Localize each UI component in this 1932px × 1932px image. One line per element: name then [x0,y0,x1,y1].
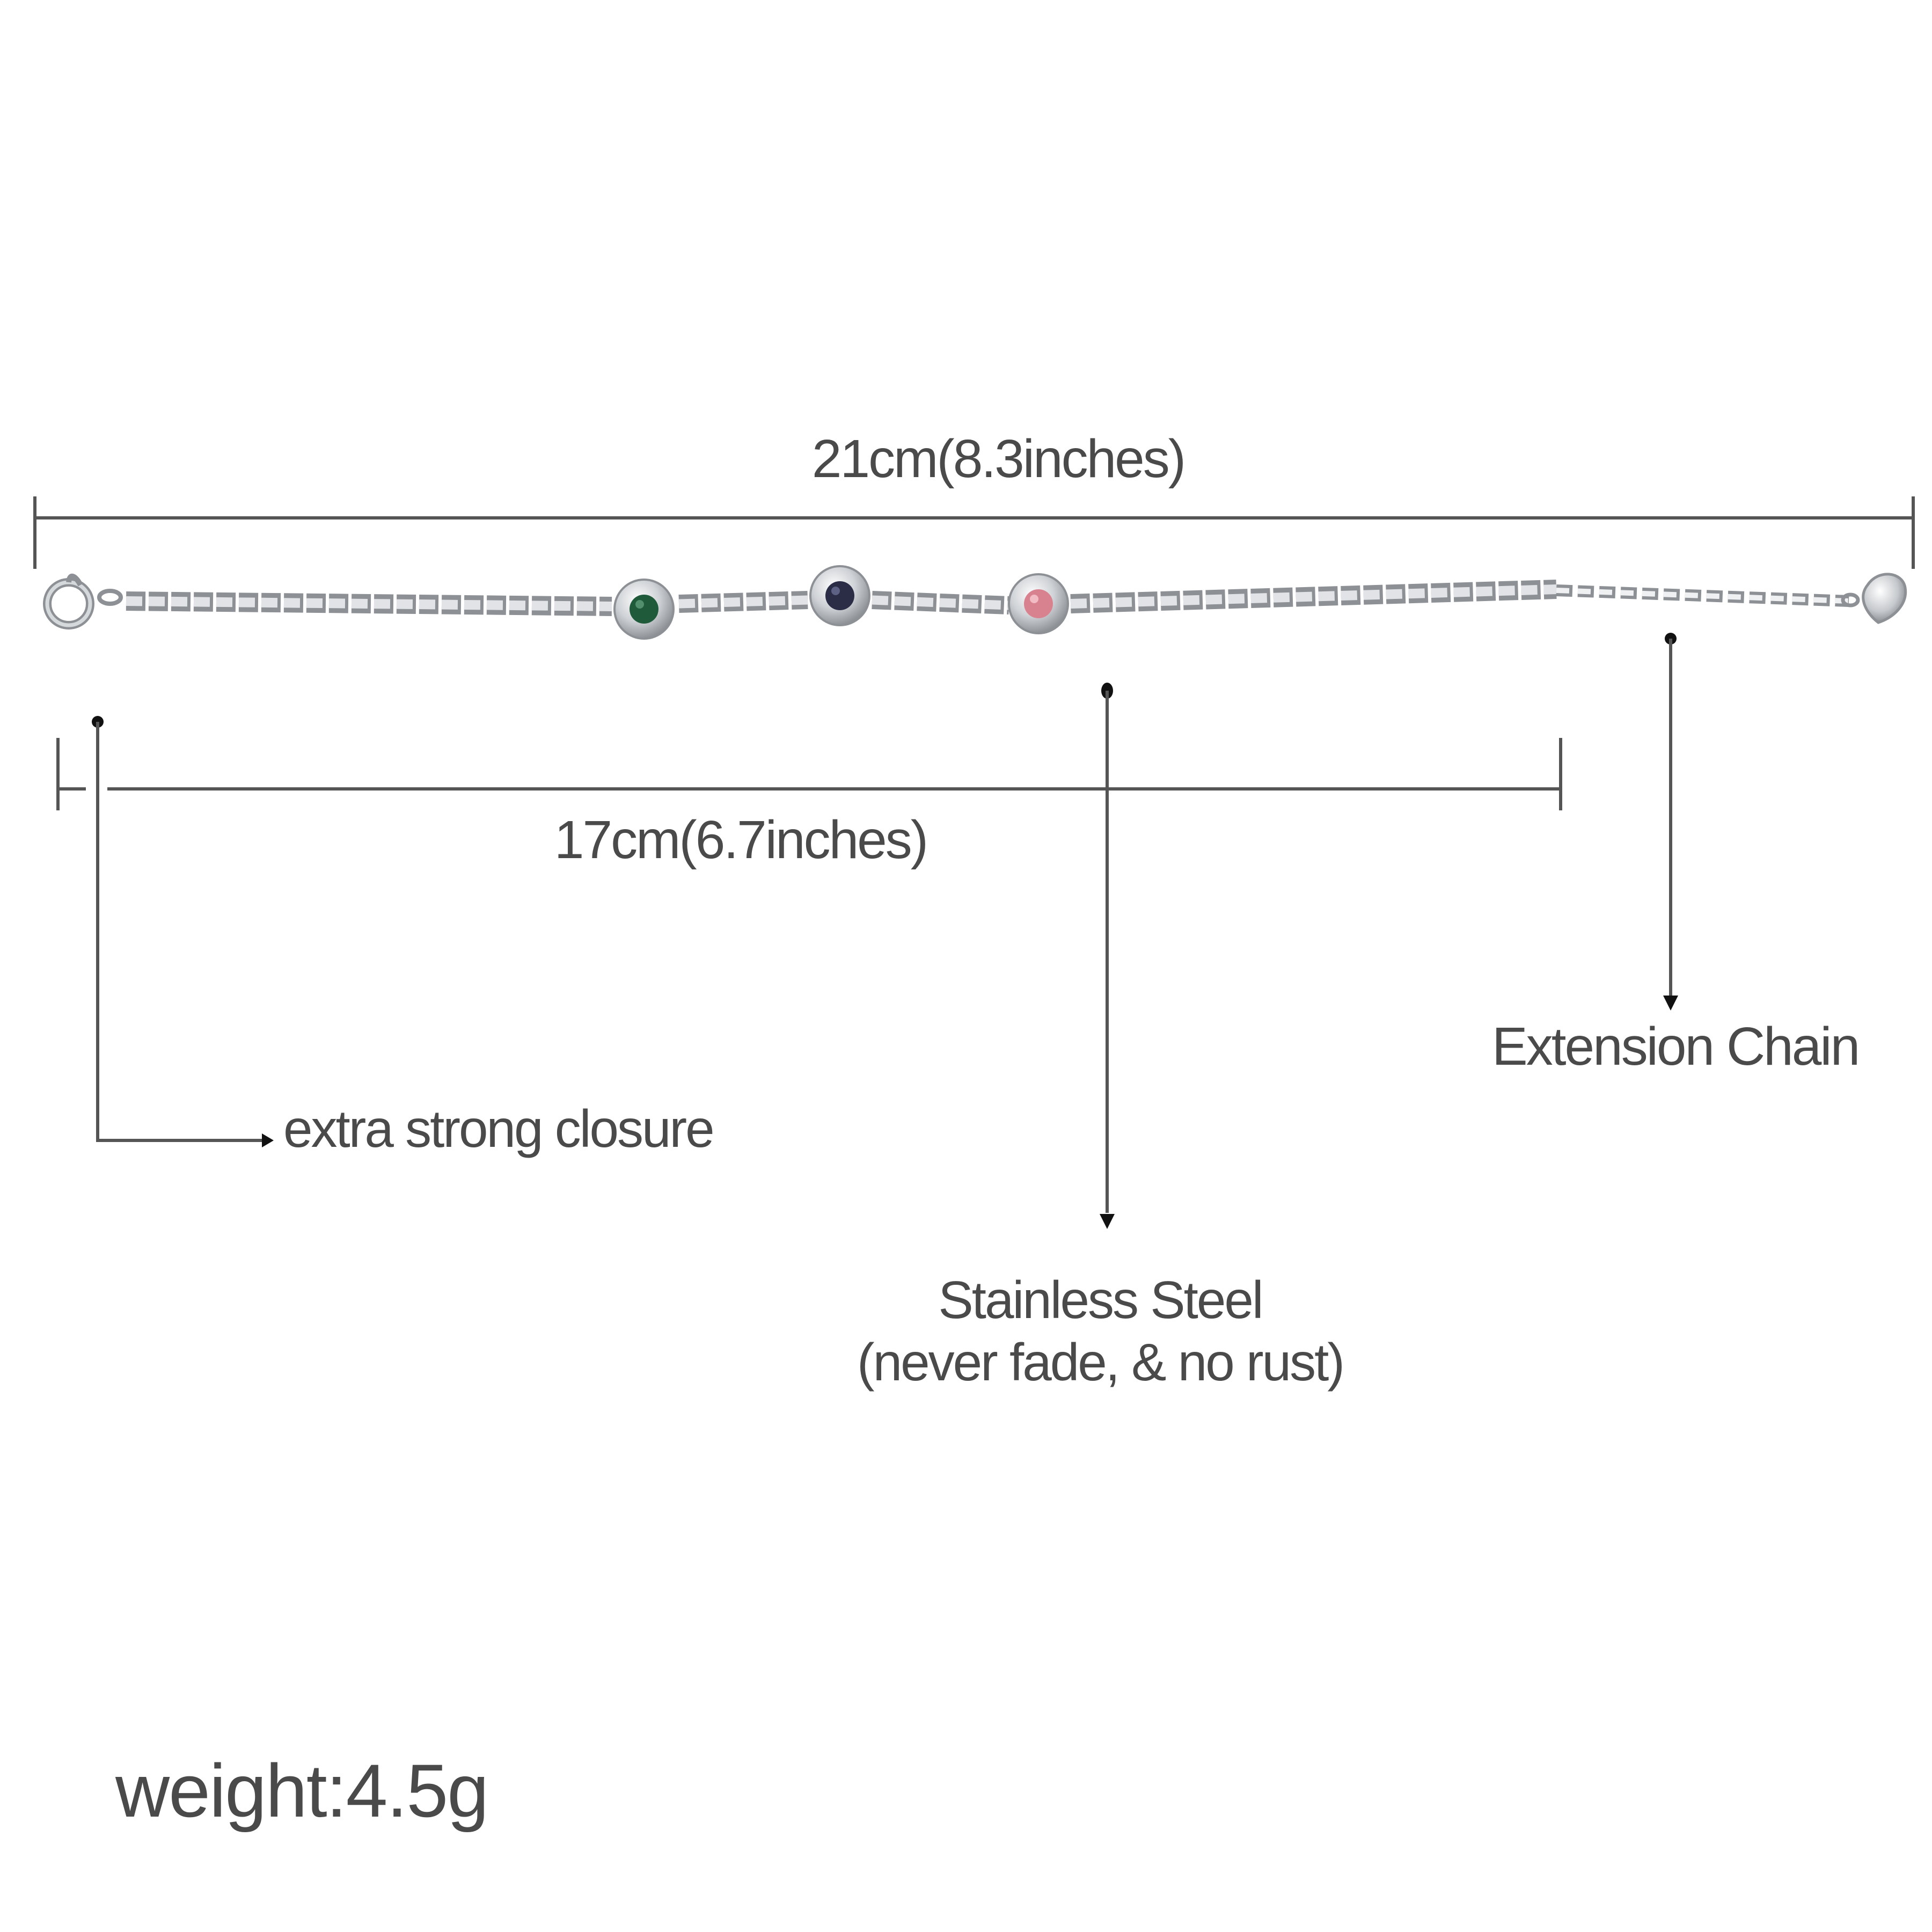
gem-dark [809,565,870,626]
heart-charm [1841,573,1907,624]
main-length-dimension [56,738,1562,810]
dark-gem-stone [825,581,854,610]
weight-label: weight:4.5g [115,1748,489,1833]
extension-callout [1663,633,1678,1011]
curb-chain [126,580,1557,616]
closure-label: extra strong closure [283,1099,715,1158]
material-label-line1: Stainless Steel [938,1270,1263,1329]
gem-green [613,579,675,640]
gem-pink [1008,573,1069,634]
closure-callout [92,716,274,1147]
material-arrow [1100,1214,1115,1229]
extension-arrow [1663,996,1678,1011]
material-label-line2: (never fade, & no rust) [857,1332,1345,1392]
material-callout [1100,683,1115,1229]
closure-leader-line [96,722,262,1142]
bracelet [43,565,1907,640]
extension-chain-label: Extension Chain [1492,1016,1860,1077]
total-length-label: 21cm(8.3inches) [811,429,1186,489]
lobster-clasp [43,573,123,630]
extension-chain-links [1556,584,1849,607]
total-length-dimension [33,496,1915,569]
main-length-label: 17cm(6.7inches) [554,810,928,870]
closure-arrow [262,1133,274,1147]
green-gem-stone [630,595,658,624]
pink-gem-stone [1024,589,1053,618]
material-label: Stainless Steel (never fade, & no rust) [832,1269,1368,1393]
